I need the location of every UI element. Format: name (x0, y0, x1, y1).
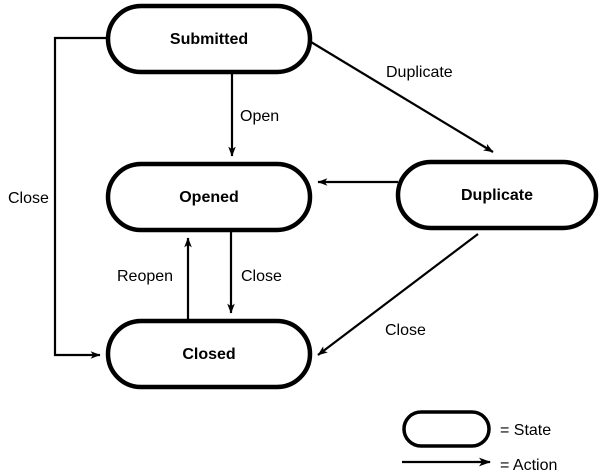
state-node-closed[interactable]: Closed (105, 318, 313, 390)
state-node-submitted[interactable]: Submitted (105, 3, 313, 75)
legend-action-text: = Action (500, 457, 557, 474)
edge-label-open: Open (240, 108, 279, 125)
edge-label-close-left: Close (8, 190, 49, 207)
transition-submitted-open-opened: Open (228, 74, 279, 157)
state-label-closed: Closed (182, 346, 235, 363)
edge-label-close-diagonal: Close (385, 322, 426, 339)
state-node-opened[interactable]: Opened (105, 161, 313, 233)
legend-state-text: = State (500, 422, 551, 439)
edge-line-close-left (53, 36, 108, 359)
legend: = State = Action (402, 410, 557, 474)
state-box-closed[interactable] (105, 318, 313, 390)
transition-opened-close-closed: Close (227, 232, 282, 314)
legend-item-state: = State (402, 410, 551, 448)
legend-item-action: = Action (402, 457, 557, 474)
state-label-submitted: Submitted (170, 31, 248, 48)
transition-submitted-duplicate: Duplicate (310, 41, 494, 153)
edge-line-close-diagonal (317, 233, 479, 356)
state-label-duplicate: Duplicate (461, 187, 533, 204)
edge-label-reopen: Reopen (117, 268, 173, 285)
edge-label-close-down: Close (241, 268, 282, 285)
state-label-opened: Opened (179, 189, 239, 206)
edge-line-duplicate (310, 41, 494, 153)
transition-duplicate-close-closed: Close (317, 233, 479, 356)
transition-submitted-close-closed: Close (8, 36, 108, 359)
state-box-opened[interactable] (105, 161, 313, 233)
legend-state-shape-icon (402, 410, 491, 448)
transition-closed-reopen-opened: Reopen (117, 237, 192, 321)
edge-label-duplicate: Duplicate (386, 64, 453, 81)
state-node-duplicate[interactable]: Duplicate (395, 159, 599, 231)
state-box-submitted[interactable] (105, 3, 313, 75)
state-box-duplicate[interactable] (395, 159, 599, 231)
